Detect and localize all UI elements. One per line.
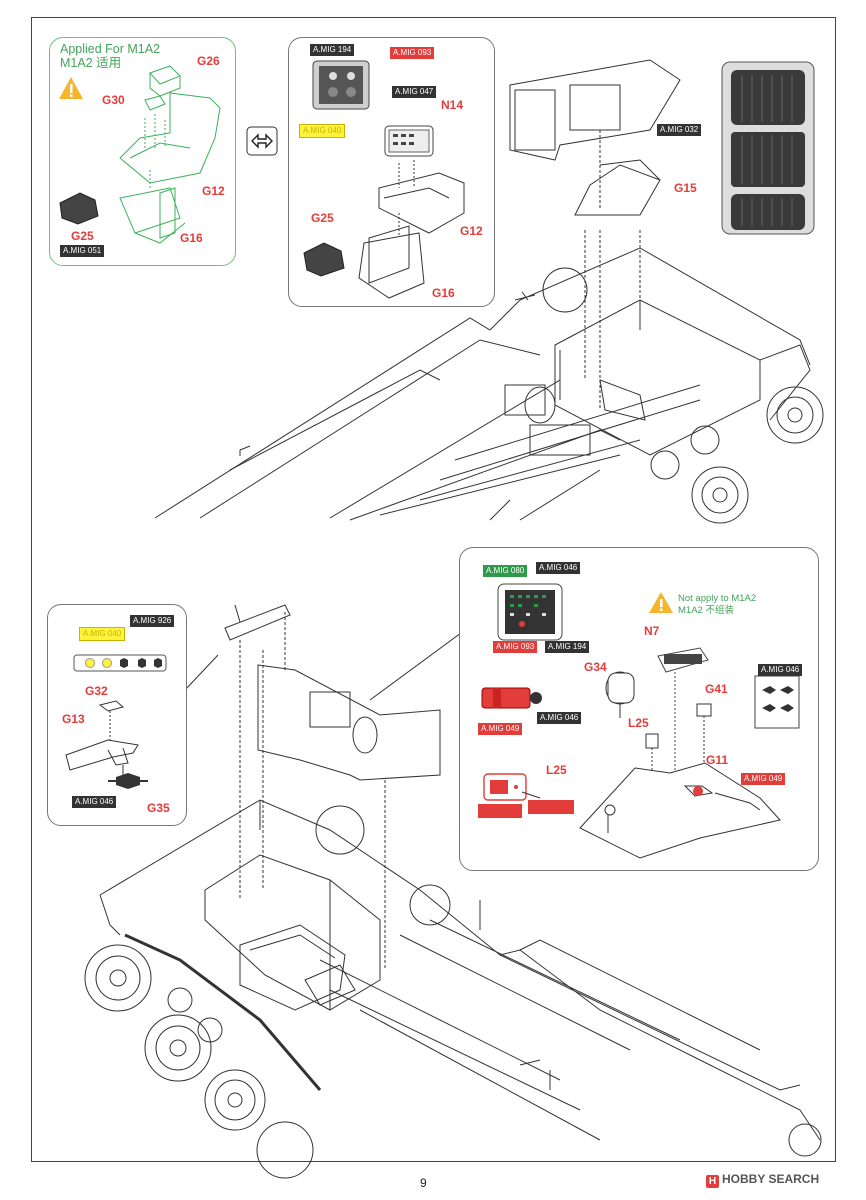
part-label-g34: G34	[584, 660, 607, 674]
m1a2-variant-box: Applied For M1A2 M1A2 适用 G26 G30 G12 G25…	[49, 37, 236, 266]
color-tag-mig093: A.MIG 093	[390, 47, 435, 59]
color-tag-mig051: A.MIG 051	[60, 245, 105, 257]
alternative-swap-icon	[246, 126, 278, 156]
variant-note-cn: M1A2 适用	[60, 56, 122, 70]
standard-parts-drawing	[303, 60, 465, 299]
part-label-g13: G13	[62, 712, 85, 726]
watermark-text: HOBBY SEARCH	[722, 1172, 820, 1186]
part-label-n7: N7	[644, 624, 660, 638]
panel-detail-box: A.MIG 080 A.MIG 046 A.MIG 093 A.MIG 194 …	[459, 547, 819, 871]
part-label-g25: G25	[71, 229, 94, 243]
lights-parts-drawing	[65, 654, 167, 789]
color-tag-mig049-headlight: A.MIG 049	[478, 723, 523, 735]
part-label-g15: G15	[674, 181, 697, 195]
part-label-g12-alt: G12	[460, 224, 483, 238]
color-tag-mig049-g11: A.MIG 049	[741, 773, 786, 785]
part-label-g30: G30	[102, 93, 125, 107]
page-number: 9	[420, 1176, 427, 1190]
color-tag-mig080: A.MIG 080	[483, 565, 528, 577]
color-tag-mig046-headlight: A.MIG 046	[537, 712, 582, 724]
part-label-g16: G16	[180, 231, 203, 245]
color-tag-yellow: A.MIG 040	[79, 627, 126, 641]
color-tag-mig926: A.MIG 926	[130, 615, 175, 627]
warning-icon	[59, 77, 83, 99]
color-tag-mig047: A.MIG 047	[392, 86, 437, 98]
part-label-l25-small: L25	[628, 716, 649, 730]
part-label-g25-alt: G25	[311, 211, 334, 225]
m1a2-parts-drawing	[59, 65, 221, 244]
part-label-n14: N14	[441, 98, 464, 112]
panel-parts-drawing	[478, 583, 800, 859]
color-tag-mig040: A.MIG 040	[299, 124, 346, 138]
part-label-g41: G41	[705, 682, 728, 696]
part-label-g32: G32	[85, 684, 108, 698]
part-label-g26: G26	[197, 54, 220, 68]
lights-detail-box: A.MIG 040 A.MIG 926 G32 G13 A.MIG 046 G3…	[47, 604, 187, 826]
variant-note-cn-2: M1A2 不组装	[678, 605, 734, 616]
part-label-g11: G11	[706, 753, 729, 767]
part-label-g12: G12	[202, 184, 225, 198]
color-tag-mig046-panel: A.MIG 046	[536, 562, 581, 574]
part-label-g16-alt: G16	[432, 286, 455, 300]
color-tag-mig093-panel: A.MIG 093	[493, 641, 538, 653]
part-label-l25-box: L25	[546, 763, 567, 777]
logo-icon: H	[706, 1175, 719, 1188]
standard-variant-box: A.MIG 194 A.MIG 093 A.MIG 047 A.MIG 040 …	[288, 37, 495, 307]
variant-note-en-2: Not apply to M1A2	[678, 593, 757, 604]
part-label-g35: G35	[147, 801, 170, 815]
variant-note-en: Applied For M1A2	[60, 42, 161, 56]
color-tag-mig194-panel: A.MIG 194	[545, 641, 590, 653]
color-tag-mig032: A.MIG 032	[657, 124, 702, 136]
color-tag-mig046-lights: A.MIG 046	[72, 796, 117, 808]
page-frame	[31, 17, 836, 1162]
color-tag-mig046-clips: A.MIG 046	[758, 664, 803, 676]
color-tag-mig194: A.MIG 194	[310, 44, 355, 56]
